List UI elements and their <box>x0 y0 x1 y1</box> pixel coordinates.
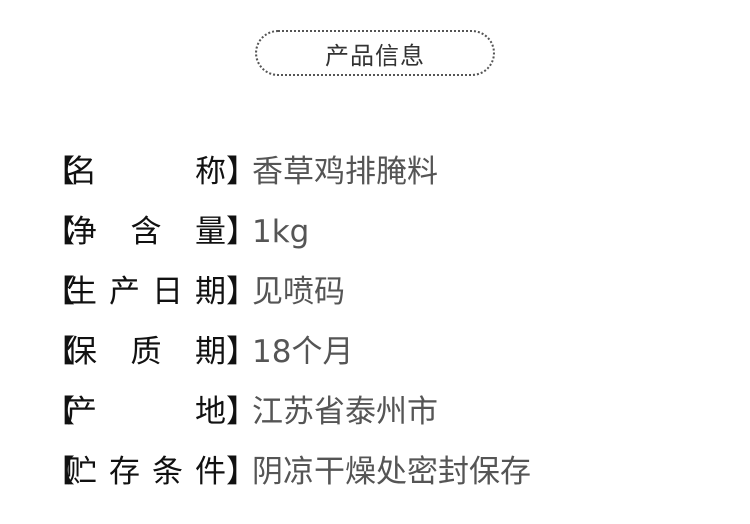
spec-value-net-weight: 1kg <box>252 213 310 250</box>
spec-value-origin: 江苏省泰州市 <box>252 393 438 430</box>
spec-row-shelf-life: 【 保 质 期 】 18个月 <box>44 322 531 382</box>
spec-value-production-date: 见喷码 <box>252 273 345 310</box>
spec-label-origin: 产 地 <box>66 393 226 430</box>
spec-value-name: 香草鸡排腌料 <box>252 153 438 190</box>
spec-row-origin: 【 产 地 】 江苏省泰州市 <box>44 382 531 442</box>
open-bracket: 【 <box>44 153 75 190</box>
spec-label-shelf-life: 保 质 期 <box>66 333 226 370</box>
spec-value-shelf-life: 18个月 <box>252 333 354 370</box>
spec-row-storage: 【 贮 存 条 件 】 阴凉干燥处密封保存 <box>44 442 531 502</box>
spec-label-production-date: 生 产 日 期 <box>66 273 226 310</box>
close-bracket: 】 <box>226 153 257 190</box>
spec-label-storage: 贮 存 条 件 <box>66 453 226 490</box>
close-bracket: 】 <box>226 273 257 310</box>
spec-row-production-date: 【 生 产 日 期 】 见喷码 <box>44 262 531 322</box>
close-bracket: 】 <box>226 213 257 250</box>
spec-value-storage: 阴凉干燥处密封保存 <box>252 453 531 490</box>
close-bracket: 】 <box>226 333 257 370</box>
spec-label-net-weight: 净 含 量 <box>66 213 226 250</box>
open-bracket: 【 <box>44 213 75 250</box>
open-bracket: 【 <box>44 333 75 370</box>
open-bracket: 【 <box>44 453 75 490</box>
close-bracket: 】 <box>226 453 257 490</box>
spec-row-net-weight: 【 净 含 量 】 1kg <box>44 202 531 262</box>
spec-label-name: 名 称 <box>66 153 226 190</box>
section-title-badge: 产品信息 <box>255 30 495 76</box>
product-spec-list: 【 名 称 】 香草鸡排腌料 【 净 含 量 】 1kg 【 生 产 日 期 】… <box>44 142 531 502</box>
close-bracket: 】 <box>226 393 257 430</box>
section-title: 产品信息 <box>325 41 425 70</box>
open-bracket: 【 <box>44 393 75 430</box>
open-bracket: 【 <box>44 273 75 310</box>
spec-row-name: 【 名 称 】 香草鸡排腌料 <box>44 142 531 202</box>
